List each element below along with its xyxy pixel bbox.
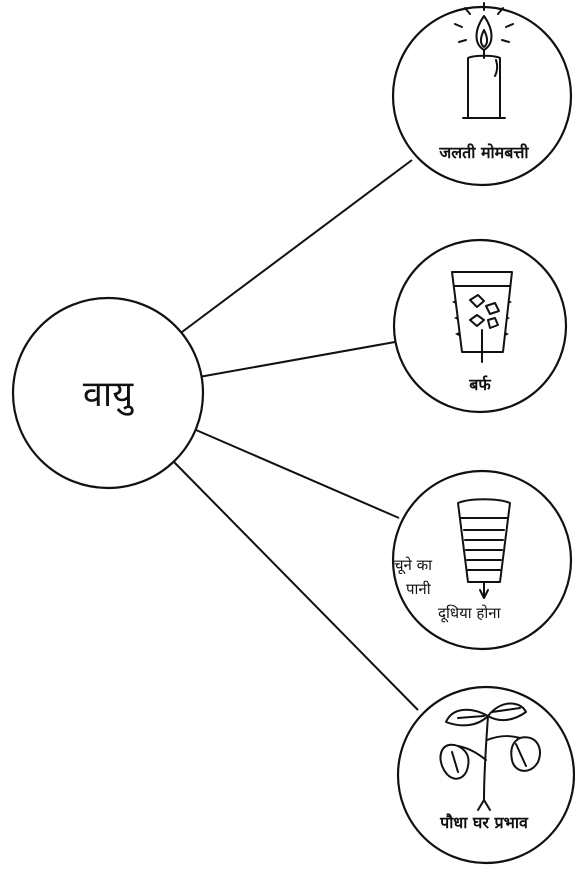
limewater-glass-icon	[457, 498, 511, 599]
node-ice-label: बर्फ	[468, 375, 491, 394]
node-candle-circle	[391, 5, 573, 187]
candle-icon	[454, 2, 514, 119]
node-limewater-label-line1: चूने का	[394, 556, 433, 575]
node-ice-circle	[392, 238, 568, 414]
node-candle-label: जलती मोमबत्ती	[438, 143, 529, 162]
center-label: वायु	[83, 374, 134, 416]
node-plant-circle	[396, 685, 575, 865]
connector-candle	[181, 159, 413, 333]
node-limewater-label-line3: दूधिया होना	[438, 604, 502, 623]
ice-glass-icon	[451, 271, 513, 363]
connector-limewater	[195, 429, 400, 519]
node-ice: बर्फ	[392, 238, 568, 414]
plant-icon	[439, 702, 541, 811]
connector-plant	[173, 461, 419, 711]
node-limewater: चूने का पानी दूधिया होना	[391, 469, 573, 651]
center-node: वायु	[11, 296, 205, 490]
node-limewater-label-line2: पानी	[406, 580, 432, 598]
connector-ice	[198, 341, 396, 378]
node-plant-label: पौधा घर प्रभाव	[439, 813, 529, 832]
center-circle	[11, 296, 205, 490]
node-candle: जलती मोमबत्ती	[391, 2, 573, 187]
node-plant: पौधा घर प्रभाव	[396, 685, 575, 865]
